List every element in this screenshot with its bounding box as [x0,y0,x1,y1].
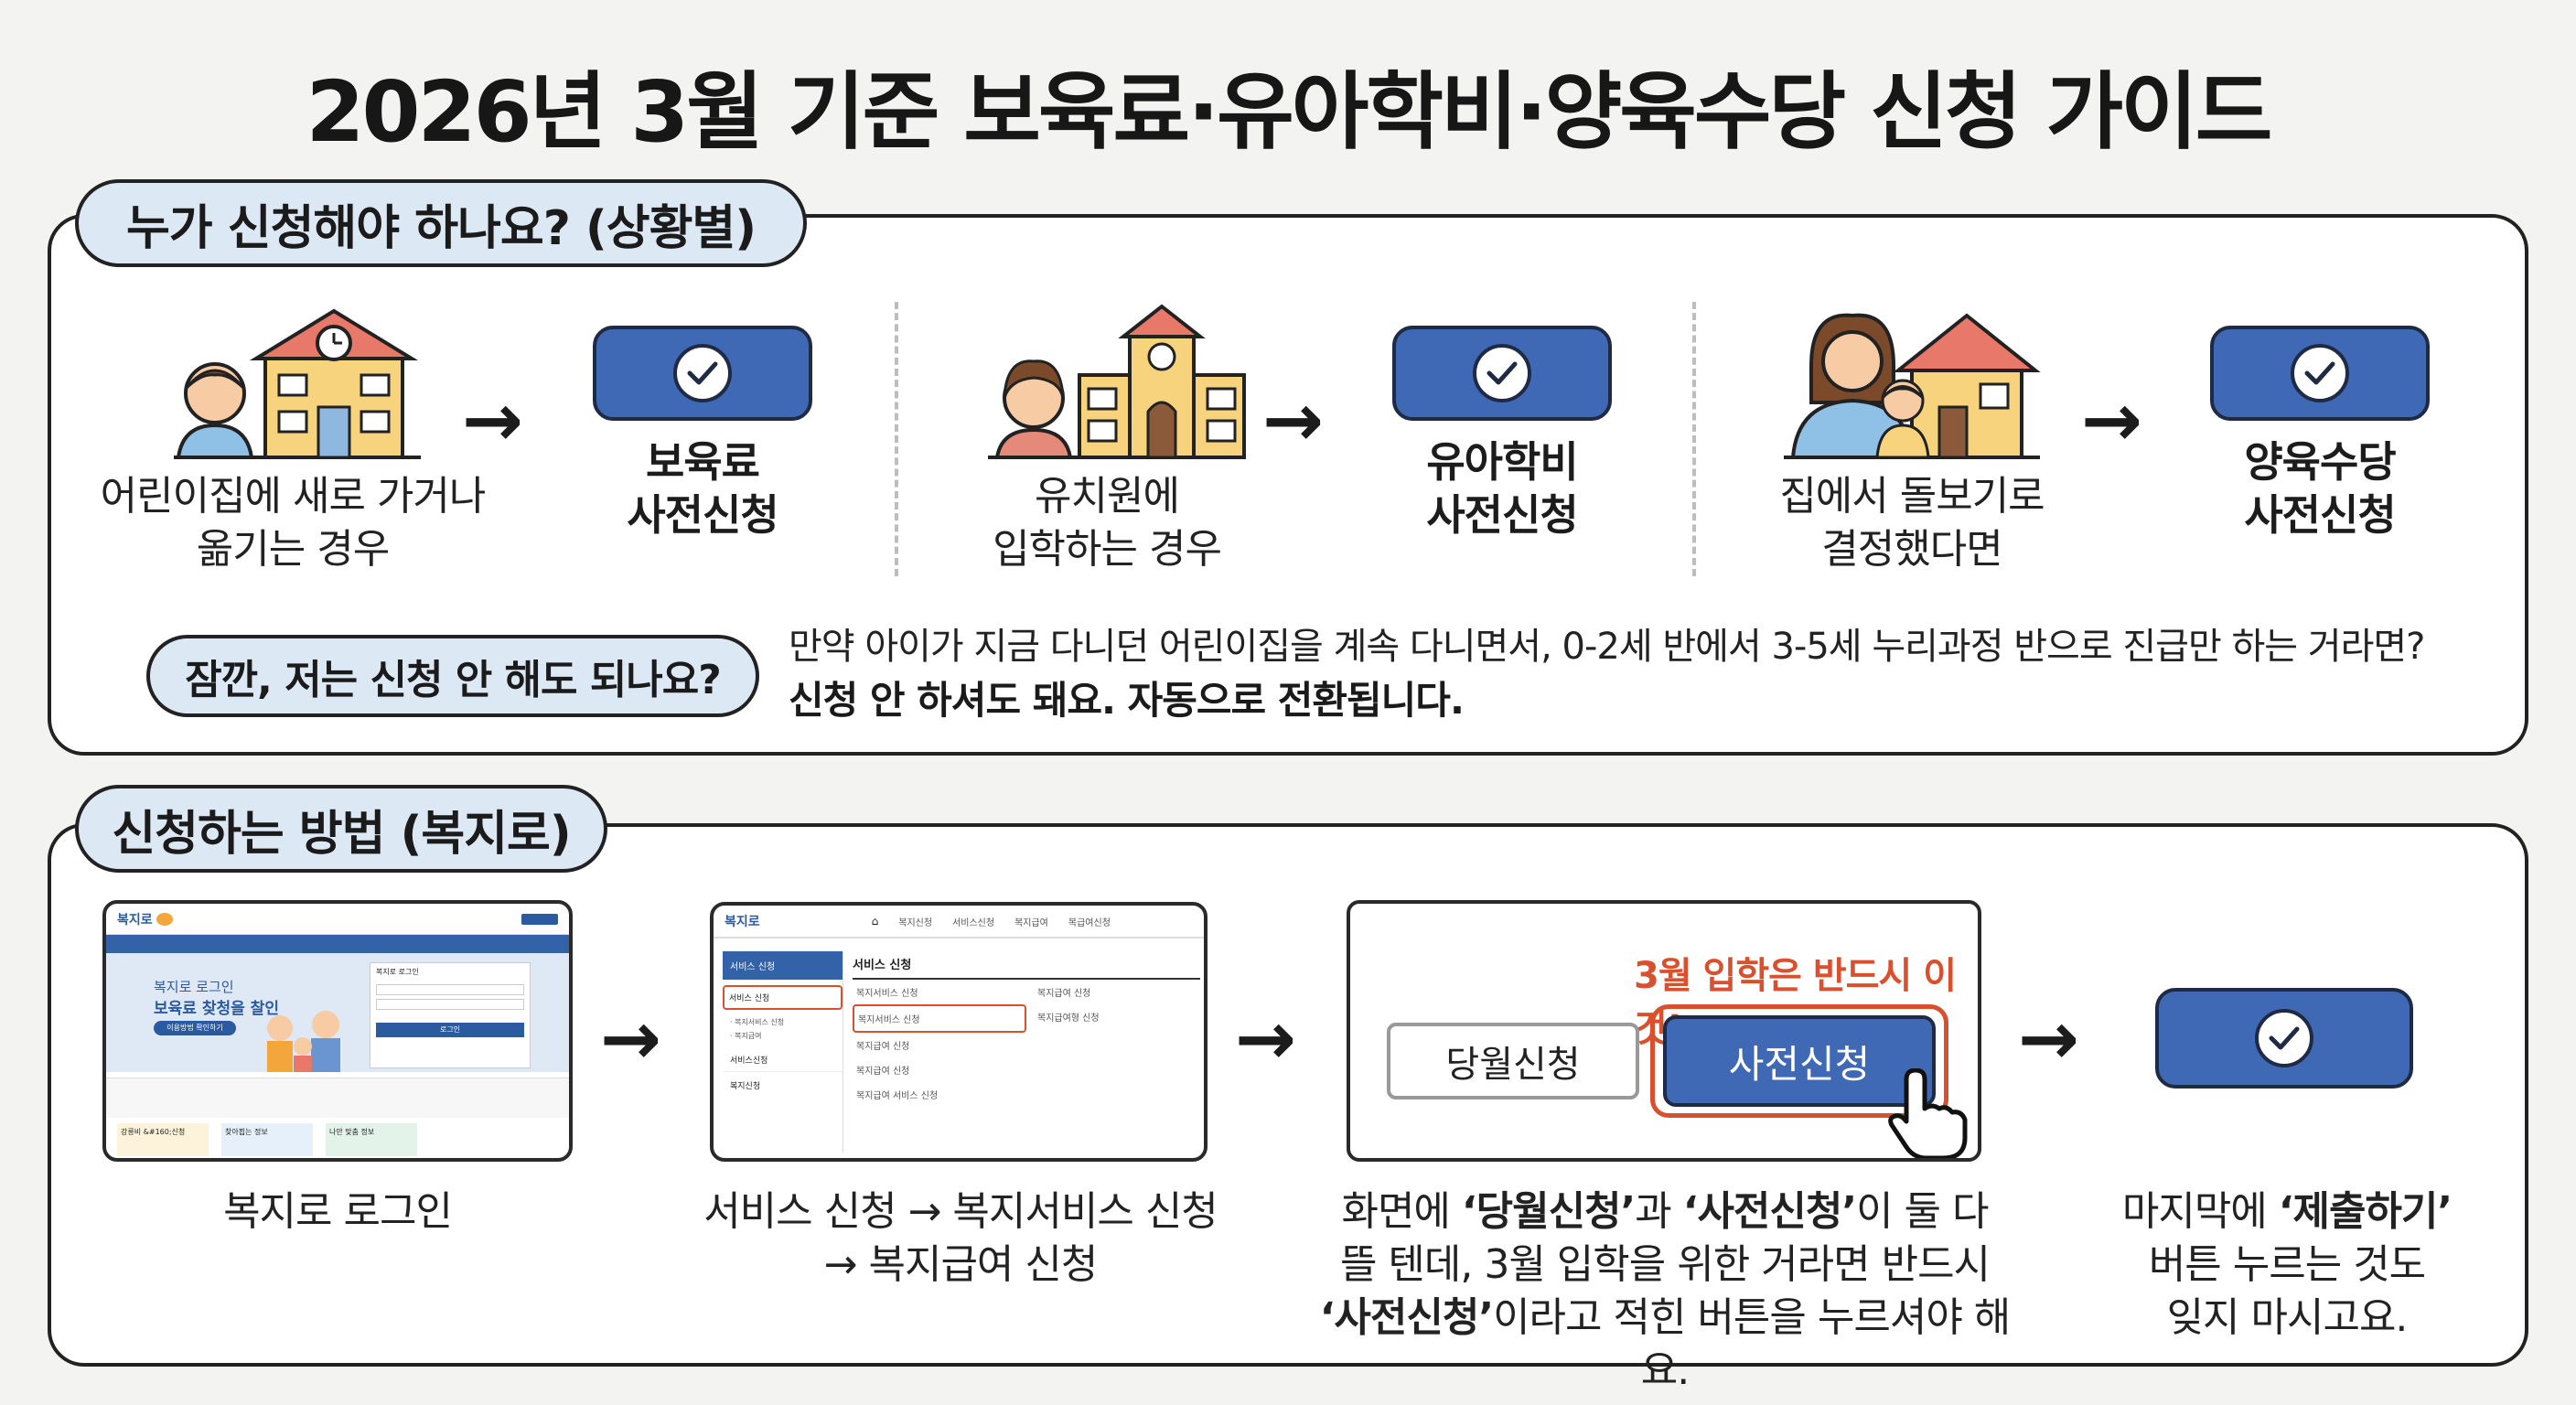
faq-label: 잠깐, 저는 신청 안 해도 되나요? [146,635,759,717]
step4-caption: 마지막에 ‘제출하기’ 버튼 누르는 것도 잊지 마시고요. [2121,1188,2453,1341]
bokjiro-login-screenshot: 복지로 복지로 로그인 보육료 찾청을 찰인 이용방법 확인하기 복지로 로그인… [102,900,573,1162]
family-illustration-icon [267,1011,340,1072]
step1-caption: 복지로 로그인 [223,1188,453,1235]
banner-line2: 보육료 찾청을 찰인 [154,1000,279,1018]
home-icon[interactable]: ⌂ [871,915,879,928]
content-item[interactable]: 복지급여 신청 [856,1042,910,1052]
content-item[interactable]: 복지급여 신청 [856,1067,910,1077]
home-care-icon [1784,313,2041,459]
side-menu-item[interactable]: 복지신청 [730,1082,761,1091]
step3-caption: 화면에 ‘당월신청’과 ‘사전신청’이 둘 다 뜰 텐데, 3월 입학을 위한 … [1319,1188,2012,1394]
faq-text: 만약 아이가 지금 다니던 어린이집을 계속 다니면서, 0-2세 반에서 3-… [789,626,2425,668]
header-button[interactable] [521,913,558,925]
case2-arrow-icon: → [1262,378,1325,463]
step3-arrow-icon: → [2018,996,2080,1081]
content-item[interactable]: 복지급여 서비스 신청 [856,1091,939,1101]
pre-apply-button-outline [1650,1004,1948,1118]
bokjiro-logo: 복지로 [724,915,760,929]
apply-type-choice-screenshot: 3월 입학은 반드시 이것! 당월신청 사전신청 [1347,900,1981,1162]
step2-caption: 서비스 신청 → 복지서비스 신청 → 복지급여 신청 [703,1188,1218,1288]
quick-card-1[interactable]: 강릉비 &#160;신청 [117,1123,209,1156]
case1-arrow-icon: → [462,378,524,463]
nav-item[interactable]: 서비스신청 [952,917,995,928]
case1-caption: 어린이집에 새로 가거나 옮기는 경우 [100,473,487,573]
case2-caption: 유치원에 입학하는 경우 [993,473,1222,573]
submit-check-box [2155,988,2413,1089]
content-item[interactable]: 복지급여형 신청 [1037,1014,1100,1024]
case3-arrow-icon: → [2081,378,2143,463]
side-menu-item-selected[interactable]: 서비스 신청 [723,985,843,1010]
same-month-apply-button[interactable]: 당월신청 [1387,1023,1639,1099]
case2-check-box [1392,326,1612,421]
divider [895,302,898,576]
case1-check-box [593,326,812,421]
content-item[interactable]: 복지급여 신청 [1037,989,1091,999]
content-item-selected[interactable]: 복지서비스 신청 [853,1004,1026,1033]
bokjiro-service-menu-screenshot: 복지로 ⌂ 복지신청 서비스신청 복지급여 복급여신청 서비스 신청 서비스 신… [710,902,1208,1162]
side-menu-item[interactable]: 서비스신청 [723,1043,843,1072]
nav-item[interactable]: 복급여신청 [1068,917,1111,928]
section1-label: 누가 신청해야 하나요? (상황별) [75,179,807,267]
quick-card-3[interactable]: 나만 맞춤 정보 [326,1123,417,1156]
check-icon [2269,1026,2300,1050]
case3-check-box [2210,326,2430,421]
case3-caption: 집에서 돌보기로 결정했다면 [1779,473,2045,573]
content-item[interactable]: 복지서비스 신청 [856,989,918,999]
faq-answer: 신청 안 하셔도 돼요. 자동으로 전환됩니다. [789,678,1465,723]
bokjiro-logo: 복지로 [117,912,153,928]
logo-mark-icon [156,912,173,926]
side-menu-subitem[interactable]: · 복지급여 [730,1032,762,1040]
check-icon [1487,361,1518,385]
nav-item[interactable]: 복지신청 [898,917,933,928]
case3-result: 양육수당 사전신청 [2244,437,2396,540]
section2-label: 신청하는 방법 (복지로) [75,785,607,873]
pre-apply-button[interactable]: 사전신청 [1663,1015,1936,1107]
check-icon [687,361,718,385]
content-title: 서비스 신청 [853,955,1200,980]
step2-arrow-icon: → [1235,996,1297,1081]
page-title: 2026년 3월 기준 보육료·유아학비·양육수당 신청 가이드 [306,63,2273,161]
banner-line1: 복지로 로그인 [154,979,234,995]
side-menu-title: 서비스 신청 [723,951,843,980]
daycare-building-icon [174,308,421,459]
banner-button[interactable]: 이용방법 확인하기 [154,1021,236,1035]
step1-arrow-icon: → [600,996,662,1081]
check-icon [2304,361,2335,385]
kindergarten-building-icon [988,304,1246,459]
nav-item[interactable]: 복지급여 [1014,917,1048,928]
side-menu-subitem[interactable]: · 복지서비스 신청 [730,1018,785,1026]
case1-result: 보육료 사전신청 [627,437,778,540]
pointing-hand-icon [1888,1068,1968,1158]
login-title: 복지로 로그인 [376,968,419,976]
divider [1692,302,1696,576]
quick-card-2[interactable]: 찾아뵙는 정보 [221,1123,313,1156]
login-button[interactable]: 로그인 [376,1023,524,1037]
case2-result: 유아학비 사전신청 [1426,437,1578,540]
login-pw-input[interactable] [376,999,524,1010]
login-id-input[interactable] [376,984,524,995]
